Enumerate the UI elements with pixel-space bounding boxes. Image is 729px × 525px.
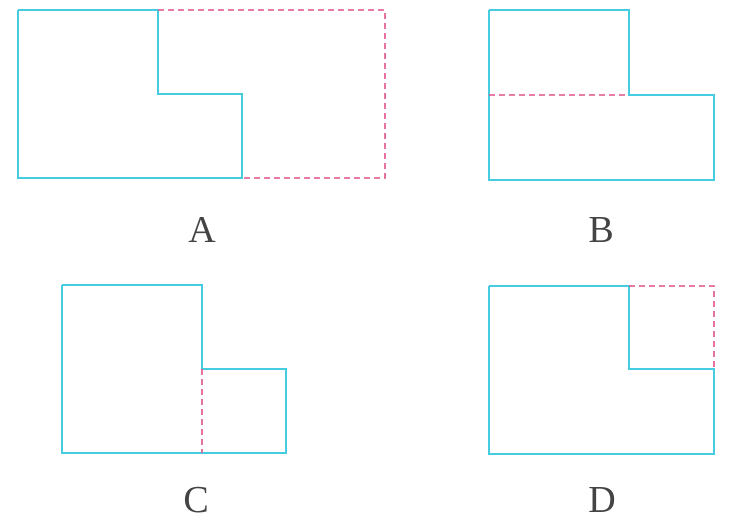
option-c[interactable]: C bbox=[61, 284, 287, 521]
option-a[interactable]: A bbox=[17, 9, 386, 251]
option-a-l-shape bbox=[17, 9, 243, 179]
option-d[interactable]: D bbox=[488, 285, 715, 521]
option-b[interactable]: B bbox=[488, 9, 715, 251]
option-a-dashed-completion bbox=[158, 9, 386, 179]
option-d-label: D bbox=[588, 479, 615, 521]
option-a-label: A bbox=[188, 209, 216, 251]
option-b-label: B bbox=[588, 209, 613, 251]
option-d-dashed-completion bbox=[629, 285, 715, 369]
option-d-l-shape bbox=[488, 285, 715, 455]
option-c-label: C bbox=[183, 479, 208, 521]
option-b-l-shape bbox=[488, 9, 715, 181]
option-c-l-shape bbox=[61, 284, 287, 454]
